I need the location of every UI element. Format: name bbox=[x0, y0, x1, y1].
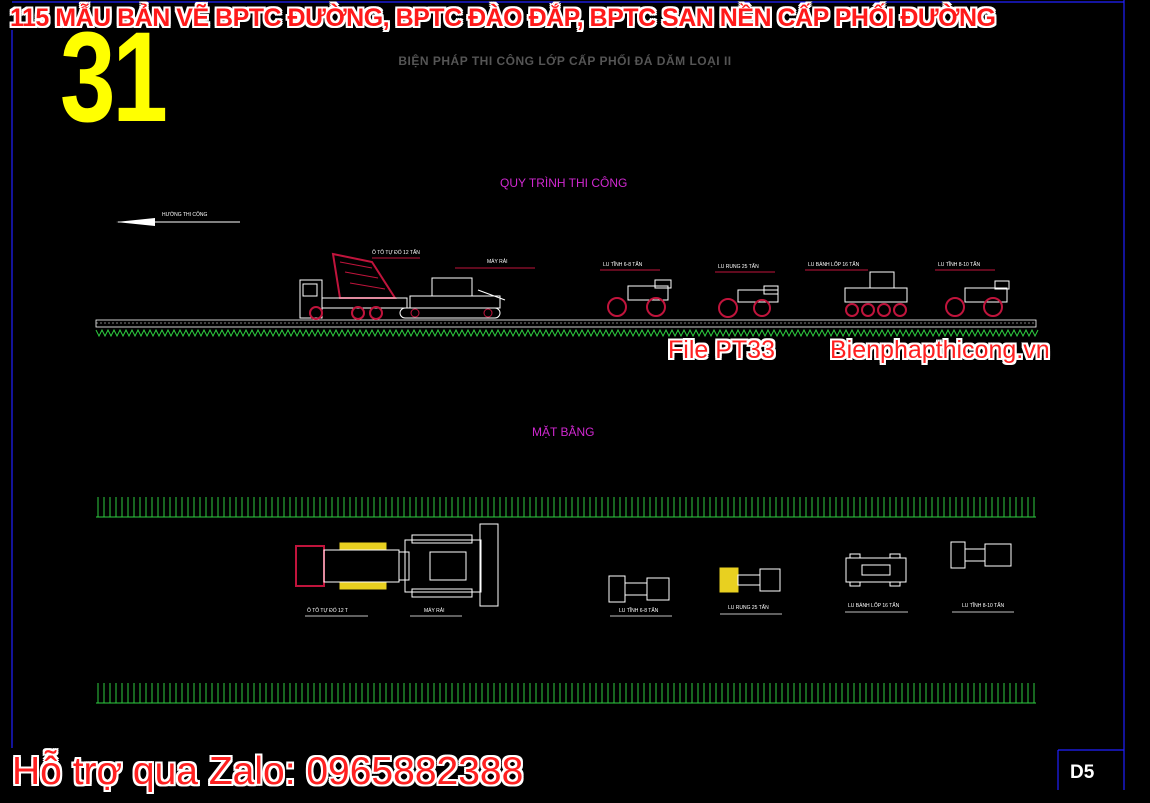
plan-edge-bottom bbox=[96, 683, 1036, 704]
section-process-title: QUY TRÌNH THI CÔNG bbox=[500, 176, 628, 190]
label-truck-elevation: Ô TÔ TỰ ĐỔ 12 TẤN bbox=[372, 250, 420, 256]
label-roller4-plan: LU TĨNH 8-10 TẤN bbox=[962, 603, 1005, 609]
direction-arrow bbox=[116, 218, 240, 226]
label-truck-plan: Ô TÔ TỰ ĐỔ 12 T bbox=[307, 608, 348, 614]
label-roller2-plan: LU RUNG 25 TẤN bbox=[728, 605, 769, 611]
direction-label: HƯỚNG THI CÔNG bbox=[162, 212, 208, 218]
drawing-frame bbox=[11, 0, 1125, 790]
roller-static-6-8-elevation bbox=[607, 279, 672, 317]
support-contact[interactable]: Hỗ trợ qua Zalo: 0965882388 bbox=[12, 750, 524, 793]
roller-plan-3 bbox=[845, 553, 907, 587]
label-roller4-elevation: LU TĨNH 8-10 TẤN bbox=[938, 262, 981, 268]
label-roller2-elevation: LU RUNG 25 TẤN bbox=[718, 264, 759, 270]
label-paver-plan: MÁY RẢI bbox=[424, 608, 445, 614]
dump-truck-plan bbox=[295, 542, 410, 590]
label-roller3-plan: LU BÁNH LỐP 16 TẤN bbox=[848, 603, 900, 609]
sheet-code: D5 bbox=[1070, 762, 1095, 783]
roller-pneumatic-16-elevation bbox=[844, 271, 908, 317]
roller-vibratory-25-elevation bbox=[718, 285, 779, 318]
paver-plan bbox=[404, 523, 499, 607]
label-roller1-plan: LU TĨNH 6-8 TẤN bbox=[619, 608, 659, 614]
elevation-leaders bbox=[372, 257, 995, 273]
label-roller3-elevation: LU BÁNH LỐP 16 TẤN bbox=[808, 262, 860, 268]
section-plan-title: MẶT BẰNG bbox=[532, 425, 595, 439]
dump-truck-elevation bbox=[299, 252, 408, 320]
road-profile bbox=[95, 319, 1039, 338]
drawing-title: BIỆN PHÁP THI CÔNG LỚP CẤP PHỐI ĐÁ DĂM L… bbox=[398, 54, 732, 68]
plan-label-underlines bbox=[305, 611, 1014, 617]
plan-edge-top bbox=[96, 497, 1036, 518]
label-roller1-elevation: LU TĨNH 6-8 TẤN bbox=[603, 262, 643, 268]
website-link[interactable]: Bienphapthicong.vn bbox=[830, 336, 1050, 364]
roller-plan-2 bbox=[719, 567, 781, 593]
roller-plan-4 bbox=[950, 541, 1012, 569]
roller-plan-1 bbox=[608, 575, 670, 603]
banner-title: 115 MẪU BẢN VẼ BPTC ĐƯỜNG, BPTC ĐÀO ĐẮP,… bbox=[10, 4, 996, 32]
big-sheet-number: 31 bbox=[60, 6, 168, 149]
roller-static-8-10-elevation bbox=[945, 280, 1010, 317]
label-paver-elevation: MÁY RẢI bbox=[487, 259, 508, 265]
paver-elevation bbox=[399, 277, 506, 319]
file-reference: File PT33 bbox=[668, 336, 775, 364]
